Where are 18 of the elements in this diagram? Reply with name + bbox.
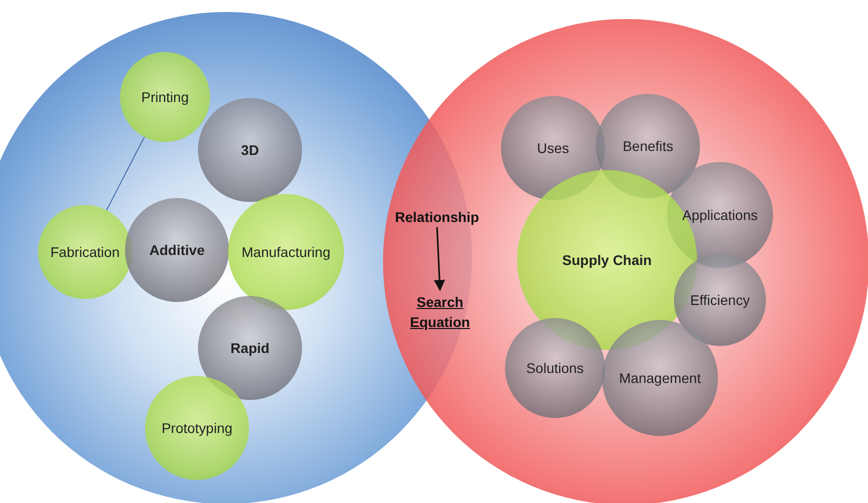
circle-label: Printing [141,89,189,105]
circle-label: 3D [241,142,259,158]
arrow [434,226,446,292]
circle-label: Applications [682,207,758,223]
heading-text: Relationship [395,209,480,225]
circle-label: Additive [149,242,205,258]
circle-label: Efficiency [690,292,750,308]
link-text: Search Equation [400,292,480,332]
connector-line [106,136,145,211]
circle-label: Prototyping [162,420,232,436]
circle-label: Manufacturing [242,244,330,260]
circle-label: Fabrication [50,244,120,260]
circle-label: Rapid [230,340,270,356]
circle-label: Benefits [622,138,674,154]
circle-label: Solutions [526,360,584,376]
circle-label: Management [619,370,701,386]
circle-label: Uses [537,140,569,156]
circle-label: Supply Chain [562,252,652,268]
